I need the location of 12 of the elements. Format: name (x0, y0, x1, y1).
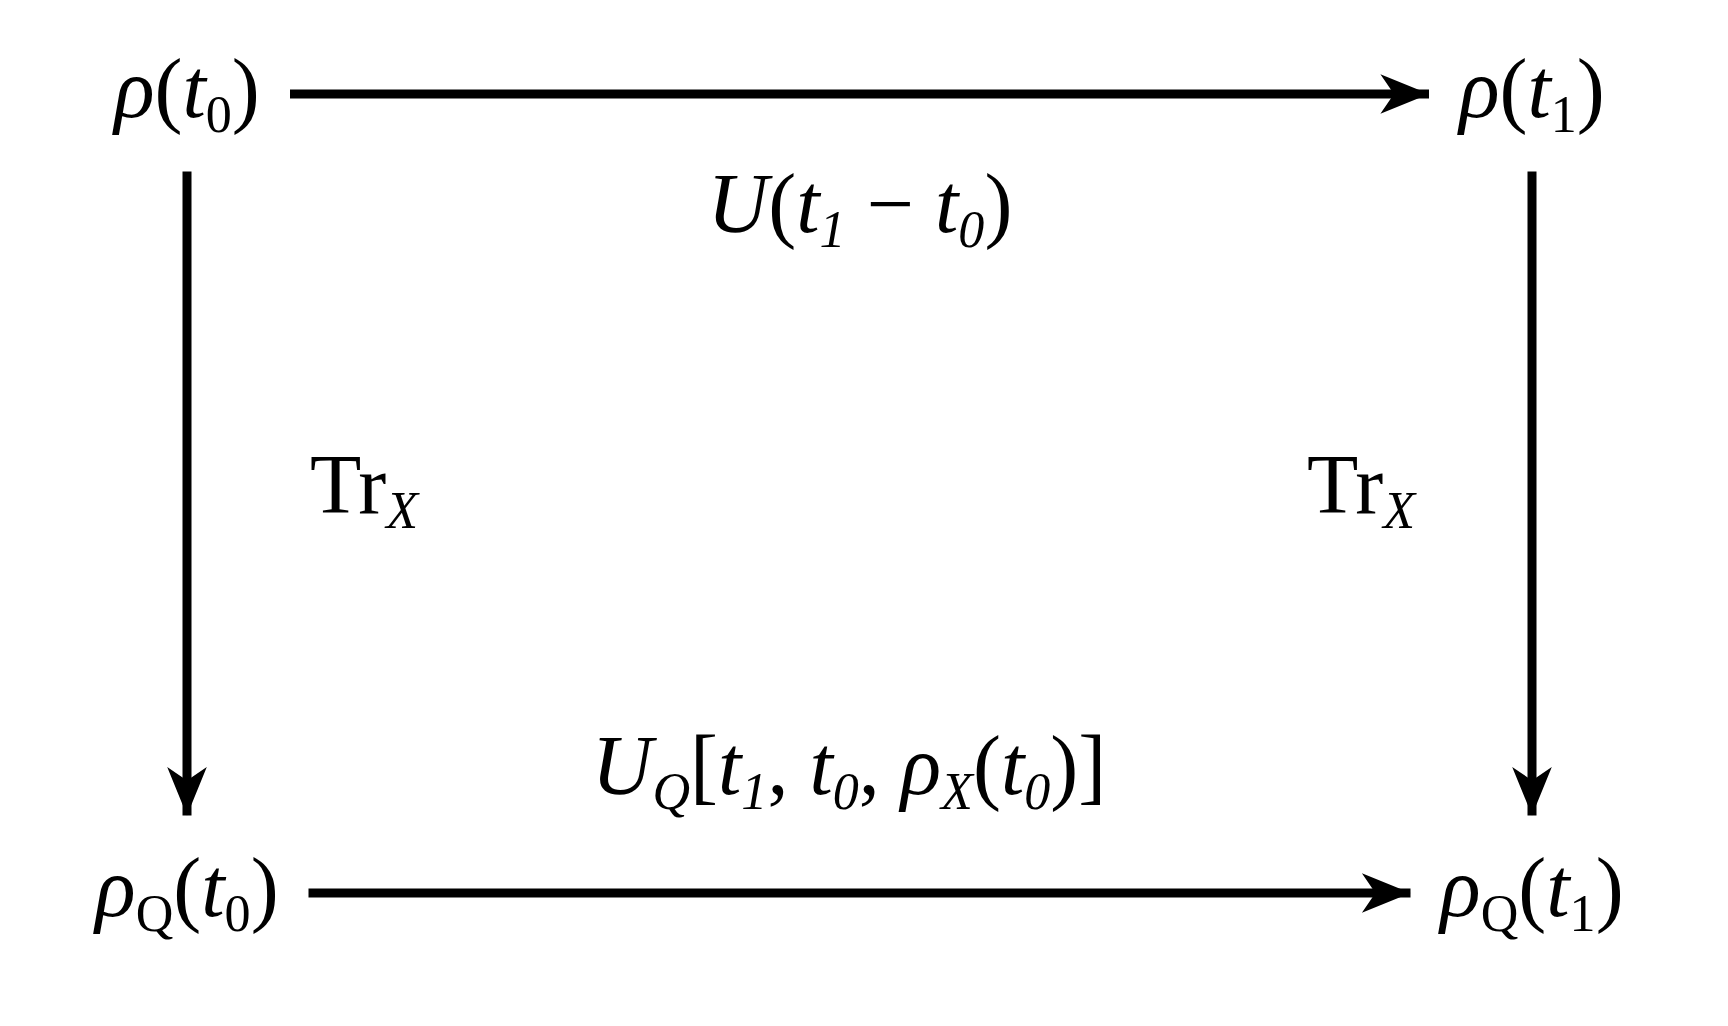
edge-label: Tr$_{X}$ (1306, 442, 1416, 538)
arrow (1512, 171, 1552, 816)
edge-label: Tr$_{X}$ (309, 442, 419, 538)
edge-label: U(t$_{1}$ − t$_{0}$) (707, 161, 1013, 257)
arrow (167, 171, 207, 816)
math-expression: ρ$_{Q}$(t$_{1}$) (1440, 845, 1624, 941)
arrow (308, 873, 1411, 913)
edge-label: U$_{Q}$[t$_{1}$, t$_{0}$, ρ$_{X}$(t$_{0}$)] (591, 723, 1107, 819)
math-expression: ρ(t$_{1}$) (1459, 46, 1605, 142)
math-expression: ρ(t$_{0}$) (114, 46, 260, 142)
math-expression: ρ$_{Q}$(t$_{0}$) (95, 845, 279, 941)
arrow (290, 74, 1429, 114)
